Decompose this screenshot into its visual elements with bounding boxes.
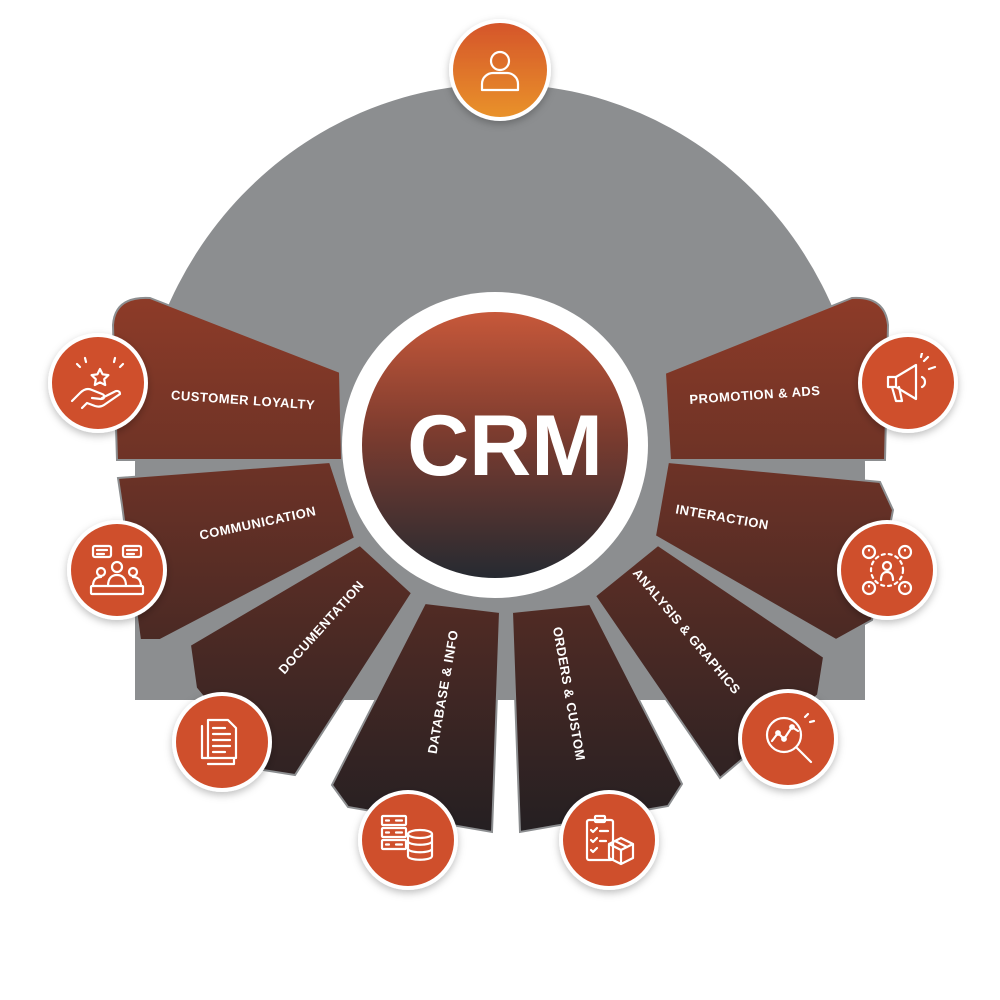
node-communication[interactable]: [67, 520, 167, 620]
segment-shape: [330, 601, 502, 834]
icon-nodes: [48, 333, 958, 890]
node-disc: [563, 794, 655, 886]
node-interaction[interactable]: [837, 520, 937, 620]
center-label: CRM: [407, 398, 603, 494]
segment-interaction[interactable]: INTERACTION: [653, 460, 895, 642]
node-disc: [862, 337, 954, 429]
node-orders-and-custom[interactable]: [559, 790, 659, 890]
node-database-and-info[interactable]: [358, 790, 458, 890]
center-disc: [362, 312, 628, 578]
segment-database-and-info[interactable]: DATABASE & INFO: [330, 601, 502, 834]
node-customer-loyalty[interactable]: [48, 333, 148, 433]
segment-communication[interactable]: COMMUNICATION: [116, 460, 357, 641]
segment-customer-loyalty[interactable]: CUSTOMER LOYALTY: [111, 296, 344, 461]
node-disc: [176, 696, 268, 788]
segment-promotion-and-ads[interactable]: PROMOTION & ADS: [663, 296, 890, 461]
node-promotion-and-ads[interactable]: [858, 333, 958, 433]
segment-orders-and-custom[interactable]: ORDERS & CUSTOM: [510, 602, 684, 834]
node-documentation[interactable]: [172, 692, 272, 792]
segment-shape: [653, 460, 895, 642]
node-disc: [742, 693, 834, 785]
segment-shape: [111, 296, 344, 461]
node-analysis-and-graphics[interactable]: [738, 689, 838, 789]
segment-shape: [116, 460, 357, 641]
node-disc: [71, 524, 163, 616]
